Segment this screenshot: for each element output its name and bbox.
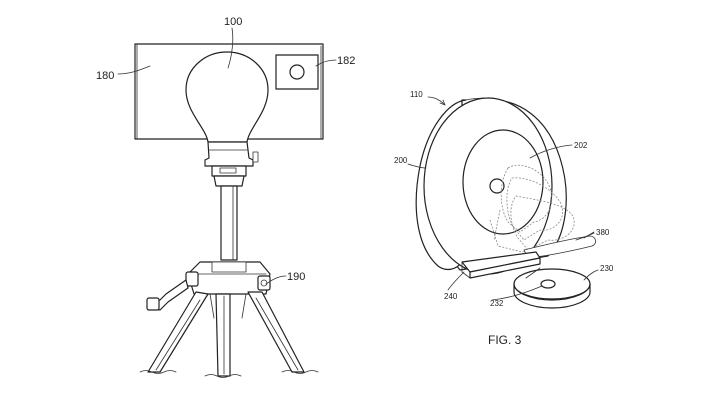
base-plate-edge (513, 283, 591, 309)
leader-232 (491, 285, 543, 301)
tripod-leg-left (147, 291, 209, 373)
bulb-neck (204, 141, 254, 167)
left-figure-camera-tripod: 100 180 182 190 (96, 16, 355, 378)
ref-202: 202 (574, 141, 588, 150)
leader-180 (117, 65, 151, 75)
leader-380 (575, 232, 595, 241)
leader-200 (407, 163, 427, 169)
hub-aperture (489, 178, 505, 194)
ref-230: 230 (600, 264, 614, 273)
arm-380 (523, 235, 596, 259)
leader-202 (529, 144, 573, 159)
ref-180: 180 (96, 70, 114, 82)
bulb-light (185, 51, 269, 143)
base-hole-232 (540, 279, 556, 289)
ref-200: 200 (394, 156, 408, 165)
leader-100 (227, 27, 234, 69)
tripod-leg-center (215, 293, 231, 377)
ref-100: 100 (224, 16, 242, 28)
camera-lens (289, 64, 305, 80)
leader-230 (583, 269, 599, 281)
ground-line (139, 370, 319, 378)
leader-182 (315, 59, 337, 67)
leader-190 (265, 275, 287, 285)
ref-380: 380 (596, 228, 610, 237)
ref-110: 110 (410, 90, 423, 99)
arrow-110 (439, 99, 446, 106)
ref-240: 240 (444, 292, 458, 301)
ref-190: 190 (287, 271, 305, 283)
leader-110 (427, 96, 445, 105)
ref-232: 232 (490, 299, 504, 308)
figure-label: FIG. 3 (488, 333, 522, 347)
ref-182: 182 (337, 55, 355, 67)
leader-240 (447, 271, 465, 291)
right-figure-fig3: 110 200 202 380 230 240 232 FIG. 3 (394, 90, 614, 347)
tripod-center-column (220, 185, 238, 261)
